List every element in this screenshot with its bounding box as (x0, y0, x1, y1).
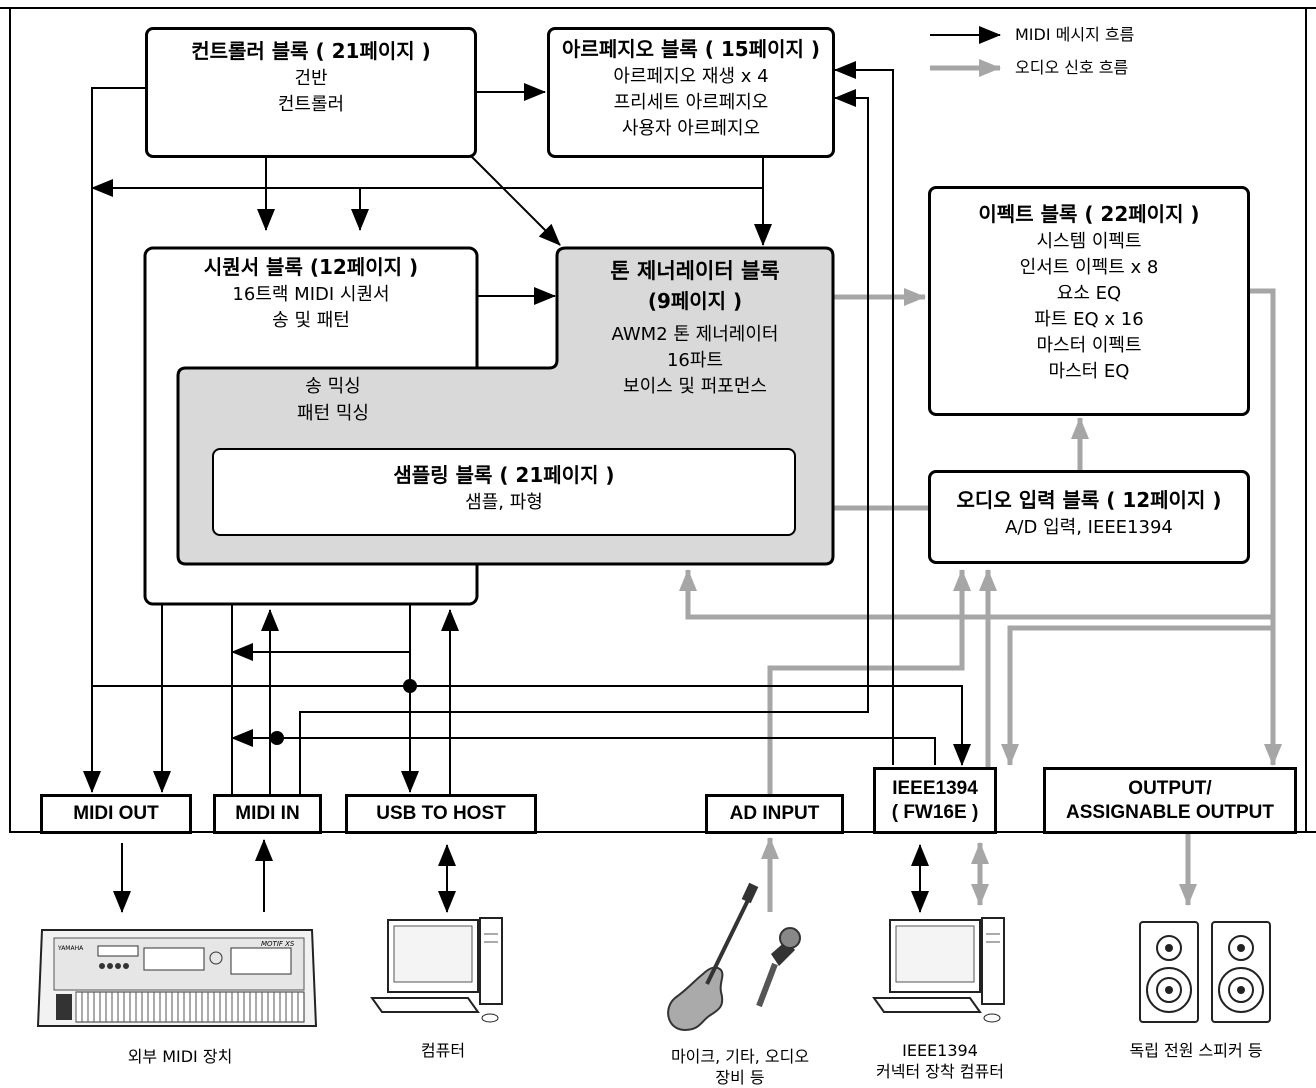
pattern-mixing-label: 패턴 믹싱 (238, 400, 428, 427)
tone-generator-line-1: AWM2 톤 제너레이터 (557, 322, 833, 348)
tone-generator-line-2: 16파트 (557, 348, 833, 374)
sequencer-block-title: 시퀀서 블록 (12페이지 ) (145, 252, 477, 282)
legend-audio-label: 오디오 신호 흐름 (1015, 58, 1128, 78)
fw16e-label: ( FW16E ) (892, 801, 979, 825)
controller-line-2: 컨트롤러 (148, 92, 474, 118)
keyboard-synthesizer-icon: YAMAHA MOTIF XS (36, 918, 318, 1032)
effect-line-3: 요소 EQ (931, 281, 1247, 307)
song-mixing-label: 송 믹싱 (238, 373, 428, 400)
ieee1394-computer-caption: IEEE1394 커넥터 장착 컴퓨터 (860, 1040, 1020, 1082)
ad-input-label: AD INPUT (730, 802, 820, 826)
tone-generator-subtitle: (9페이지 ) (557, 286, 833, 316)
audio-input-line-1: A/D 입력, IEEE1394 (931, 515, 1247, 541)
ieee1394-computer-caption-line-2: 커넥터 장착 컴퓨터 (860, 1061, 1020, 1082)
instruments-caption: 마이크, 기타, 오디오 장비 등 (640, 1046, 840, 1088)
arpeggio-line-3: 사용자 아르페지오 (550, 116, 832, 142)
legend-midi-label: MIDI 메시지 흐름 (1015, 25, 1134, 45)
arpeggio-block: 아르페지오 블록 ( 15페이지 ) 아르페지오 재생 x 4 프리세트 아르페… (547, 27, 835, 158)
speakers-caption: 독립 전원 스피커 등 (1096, 1040, 1296, 1061)
ieee1394-computer-icon (870, 914, 1010, 1026)
output-port: OUTPUT/ ASSIGNABLE OUTPUT (1043, 767, 1297, 834)
ad-input-port: AD INPUT (705, 794, 844, 834)
sequencer-line-2: 송 및 패턴 (145, 308, 477, 334)
tone-generator-line-3: 보이스 및 퍼포먼스 (557, 374, 833, 400)
arpeggio-line-2: 프리세트 아르페지오 (550, 90, 832, 116)
computer-caption: 컴퓨터 (368, 1040, 518, 1061)
effect-line-6: 마스터 EQ (931, 359, 1247, 385)
midi-in-port: MIDI IN (213, 794, 322, 834)
midi-out-port: MIDI OUT (40, 794, 192, 834)
powered-speakers-icon (1138, 918, 1278, 1026)
arpeggio-block-title: 아르페지오 블록 ( 15페이지 ) (550, 34, 832, 64)
guitar-and-microphone-icon (655, 880, 825, 1050)
audio-input-block: 오디오 입력 블록 ( 12페이지 ) A/D 입력, IEEE1394 (928, 470, 1250, 564)
effect-line-4: 파트 EQ x 16 (931, 307, 1247, 333)
midi-out-label: MIDI OUT (73, 802, 159, 826)
computer-icon (368, 914, 508, 1026)
midi-in-label: MIDI IN (235, 802, 299, 826)
tone-generator-block: 톤 제너레이터 블록 (9페이지 ) AWM2 톤 제너레이터 16파트 보이스… (557, 256, 833, 400)
external-midi-device-caption: 외부 MIDI 장치 (60, 1046, 300, 1067)
instruments-caption-line-2: 장비 등 (640, 1067, 840, 1088)
tone-generator-title: 톤 제너레이터 블록 (557, 256, 833, 286)
effect-line-5: 마스터 이펙트 (931, 333, 1247, 359)
keyboard-model-text: MOTIF XS (261, 940, 295, 948)
sequencer-block: 시퀀서 블록 (12페이지 ) 16트랙 MIDI 시퀀서 송 및 패턴 (145, 252, 477, 334)
sampling-block-title: 샘플링 블록 ( 21페이지 ) (214, 460, 794, 490)
keyboard-brand-text: YAMAHA (57, 945, 84, 952)
usb-to-host-label: USB TO HOST (376, 802, 506, 826)
usb-to-host-port: USB TO HOST (345, 794, 537, 834)
effect-line-1: 시스템 이펙트 (931, 229, 1247, 255)
effect-block: 이펙트 블록 ( 22페이지 ) 시스템 이펙트 인서트 이펙트 x 8 요소 … (928, 186, 1250, 416)
audio-input-block-title: 오디오 입력 블록 ( 12페이지 ) (931, 485, 1247, 515)
sequencer-line-1: 16트랙 MIDI 시퀀서 (145, 282, 477, 308)
assignable-output-label: ASSIGNABLE OUTPUT (1066, 801, 1274, 825)
output-label: OUTPUT/ (1128, 777, 1211, 801)
effect-line-2: 인서트 이펙트 x 8 (931, 255, 1247, 281)
effect-block-title: 이펙트 블록 ( 22페이지 ) (931, 199, 1247, 229)
controller-block: 컨트롤러 블록 ( 21페이지 ) 건반 컨트롤러 (145, 27, 477, 158)
sampling-block: 샘플링 블록 ( 21페이지 ) 샘플, 파형 (212, 448, 796, 536)
controller-line-1: 건반 (148, 66, 474, 92)
ieee1394-port: IEEE1394 ( FW16E ) (873, 767, 997, 834)
sampling-line-1: 샘플, 파형 (214, 490, 794, 516)
ieee1394-computer-caption-line-1: IEEE1394 (860, 1040, 1020, 1061)
ieee1394-label: IEEE1394 (892, 777, 978, 801)
instruments-caption-line-1: 마이크, 기타, 오디오 (640, 1046, 840, 1067)
mixing-area: 송 믹싱 패턴 믹싱 (238, 373, 428, 427)
controller-block-title: 컨트롤러 블록 ( 21페이지 ) (148, 36, 474, 66)
junction-dot (270, 731, 284, 745)
arpeggio-line-1: 아르페지오 재생 x 4 (550, 64, 832, 90)
junction-dot (403, 679, 417, 693)
